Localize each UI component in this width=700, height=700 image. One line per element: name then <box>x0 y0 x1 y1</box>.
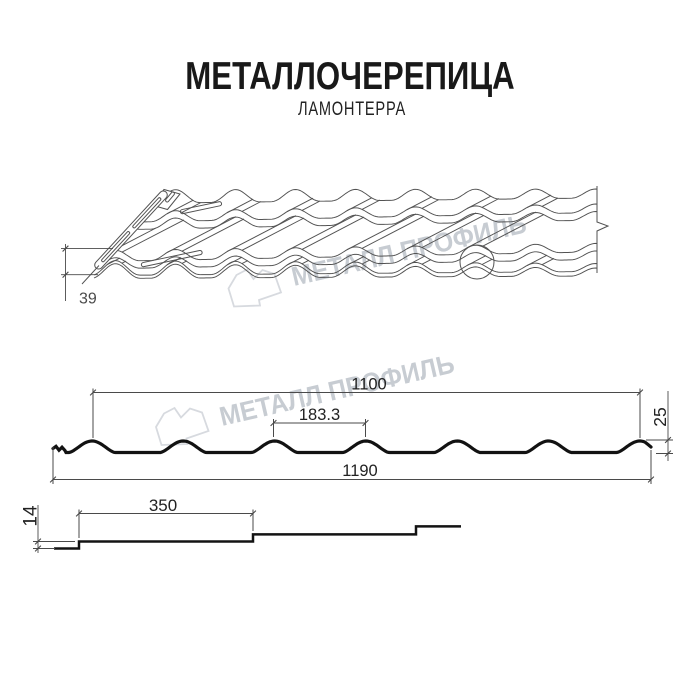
svg-text:14: 14 <box>21 505 42 527</box>
svg-text:1190: 1190 <box>342 462 377 480</box>
svg-text:1100: 1100 <box>351 376 386 394</box>
svg-text:183.3: 183.3 <box>299 406 340 424</box>
svg-text:39: 39 <box>79 291 97 308</box>
svg-text:350: 350 <box>149 496 177 515</box>
svg-text:25: 25 <box>650 407 670 426</box>
svg-text:МЕТАЛЛ ПРОФИЛЬ: МЕТАЛЛ ПРОФИЛЬ <box>289 209 530 292</box>
